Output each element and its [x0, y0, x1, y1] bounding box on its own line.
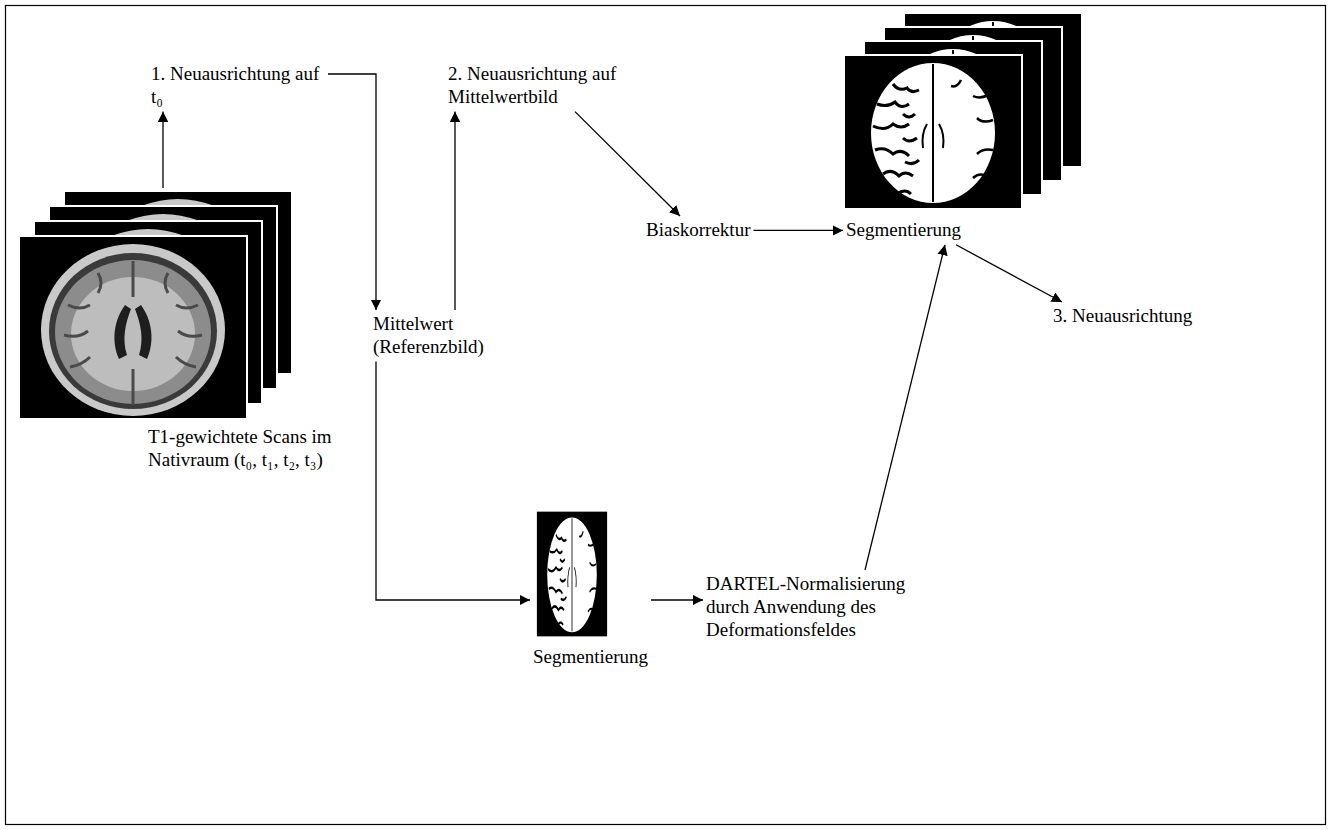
step-label: 2. Neuausrichtung auf Mittelwertbild [445, 60, 625, 112]
step-text: DARTEL-Normalisierung durch Anwendung de… [706, 573, 925, 641]
step-text: T1-gewichtete Scans im Nativraum (t₀, t₁… [148, 426, 332, 472]
step-text: Mittelwert (Referenzbild) [373, 313, 497, 359]
step-label: 1. Neuausrichtung auf t₀ [148, 60, 328, 112]
flow-arrow [651, 599, 703, 600]
figure-frame [6, 6, 1326, 825]
flow-arrow [956, 245, 1062, 302]
flow-arrow [454, 112, 455, 310]
step-text: 2. Neuausrichtung auf Mittelwertbild [448, 63, 622, 109]
step-label: DARTEL-Normalisierung durch Anwendung de… [703, 570, 928, 644]
step-label: Segmentierung [843, 216, 964, 245]
flow-arrow [575, 112, 680, 216]
step-label: Biaskorrektur [643, 216, 753, 245]
step-text: Segmentierung [533, 646, 648, 669]
flow-arrow [753, 230, 843, 231]
scan-image [19, 236, 247, 419]
step-text: Segmentierung [846, 219, 961, 242]
flow-arrow [162, 112, 163, 188]
segmentation-image [536, 511, 607, 637]
step-label: Segmentierung [530, 506, 651, 672]
step-label: 3. Neuausrichtung [1050, 302, 1195, 331]
flow-arrow [376, 362, 530, 600]
step-text: Biaskorrektur [646, 219, 750, 242]
flow-arrow [865, 245, 945, 570]
flow-arrow [328, 74, 376, 310]
segmentation-image [844, 55, 1022, 209]
step-label: Mittelwert (Referenzbild) [370, 310, 500, 362]
step-text: 3. Neuausrichtung [1053, 305, 1192, 328]
step-text: 1. Neuausrichtung auf t₀ [151, 63, 325, 109]
step-label: T1-gewichtete Scans im Nativraum (t₀, t₁… [15, 188, 335, 475]
